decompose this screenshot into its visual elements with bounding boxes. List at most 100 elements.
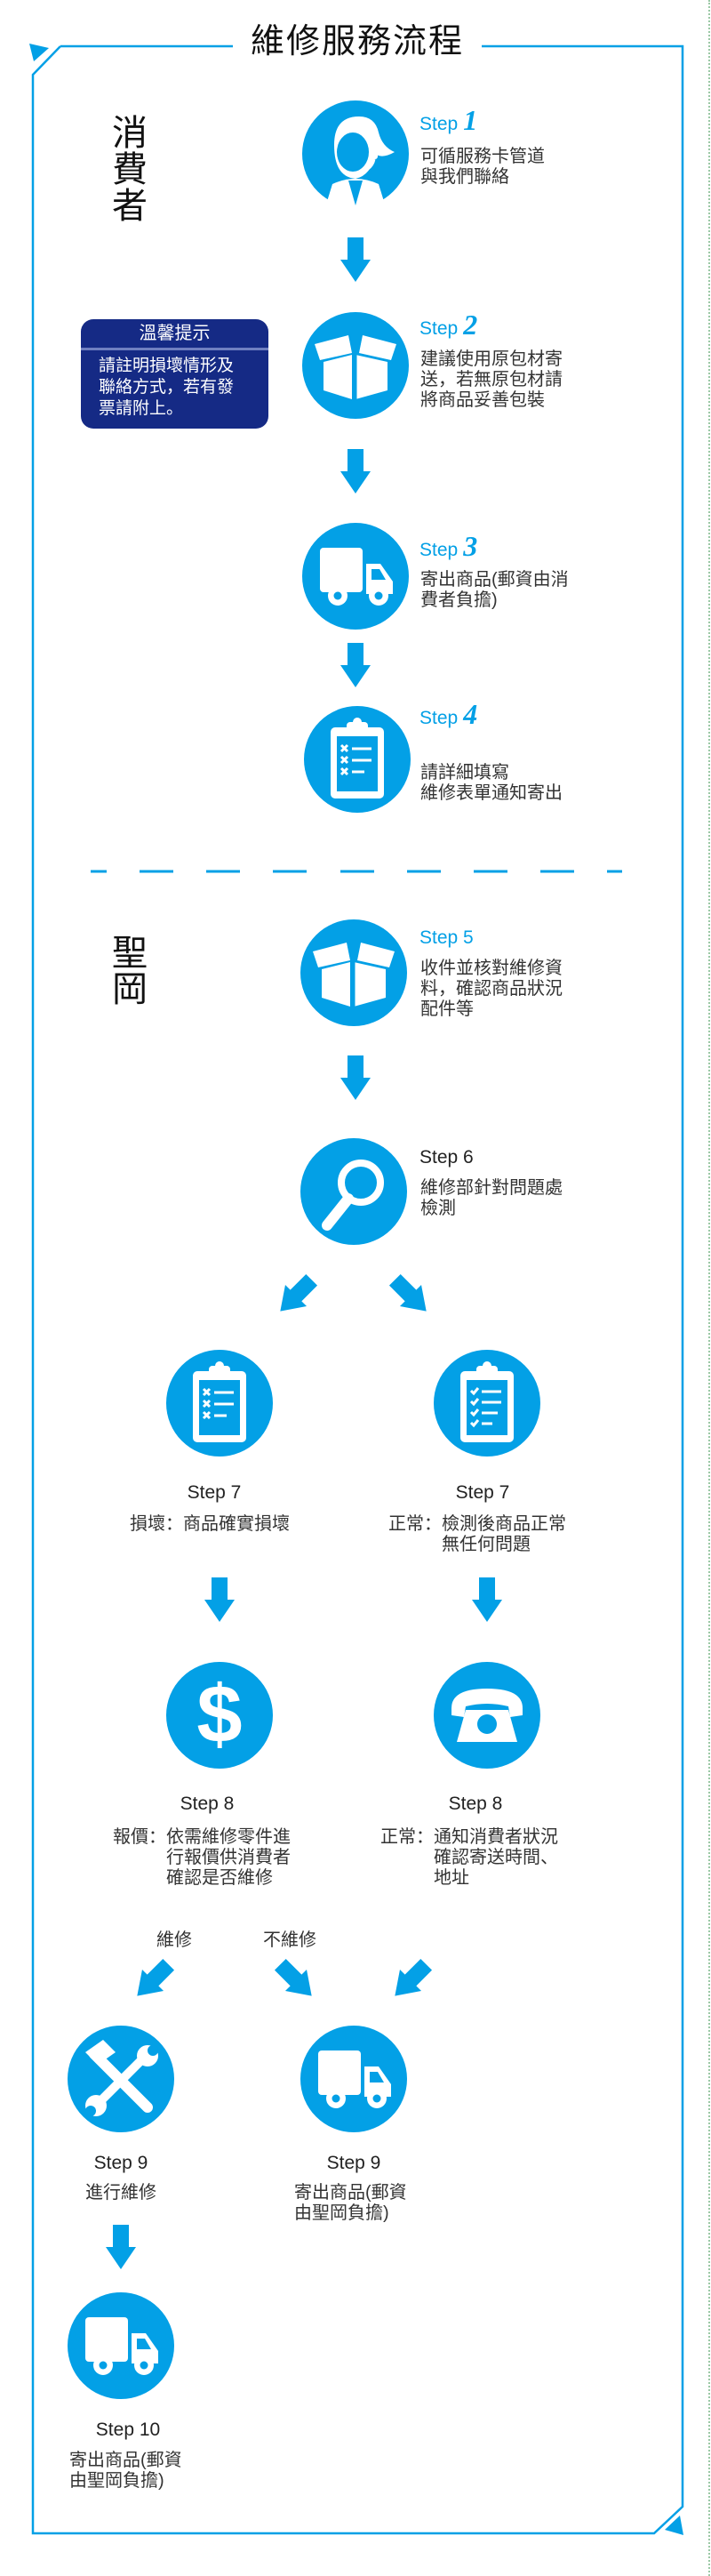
step-5-label: Step 5 (419, 927, 474, 948)
step-number: 4 (463, 698, 478, 730)
step-7-damaged-label: Step 7 (187, 1482, 242, 1503)
magnifier-icon (300, 1138, 407, 1245)
tip-body: 請註明損壞情形及 聯絡方式，若有發 票請附上。 (81, 350, 268, 420)
desc-line: 檢測後商品正常 (442, 1514, 566, 1534)
desc-line: 確認寄送時間、 (434, 1848, 558, 1867)
corner-triangle-bottom-right (665, 2516, 683, 2535)
tip-line: 請註明損壞情形及 (99, 357, 235, 375)
desc-prefix: 報價： (113, 1827, 166, 1847)
desc-prefix: 正常： (380, 1827, 434, 1847)
desc-line: 由聖岡負擔) (294, 2203, 389, 2223)
desc-line: 依需維修零件進 (166, 1827, 291, 1847)
arrow-down-icon (340, 643, 371, 687)
desc-line: 行報價供消費者 (166, 1848, 291, 1867)
tools-icon (68, 2026, 174, 2132)
desc-line: 可循服務卡管道 (420, 147, 545, 166)
telephone-icon (434, 1662, 540, 1769)
truck-icon (302, 523, 409, 630)
open-box-icon (302, 312, 409, 419)
desc-line: 維修部針對問題處 (420, 1178, 563, 1198)
step-8-quote-label: Step 8 (180, 1794, 235, 1814)
desc-line: 維修表單通知寄出 (420, 783, 563, 803)
step-10-description: 寄出商品(郵資 由聖岡負擔) (69, 2451, 182, 2492)
step-1-description: 可循服務卡管道 與我們聯絡 (420, 147, 545, 188)
truck-icon (68, 2292, 174, 2399)
desc-line: 商品確實損壞 (183, 1514, 290, 1534)
tip-line: 聯絡方式，若有發 (99, 378, 235, 397)
step-word: Step (419, 540, 459, 560)
step-number: 3 (463, 530, 478, 562)
tip-line: 票請附上。 (99, 399, 184, 418)
step-10-label: Step 10 (95, 2420, 161, 2440)
open-box-icon (300, 919, 407, 1026)
step-number: 1 (463, 104, 478, 136)
step-9-return-description: 寄出商品(郵資 由聖岡負擔) (294, 2183, 407, 2224)
desc-line: 進行維修 (85, 2183, 156, 2203)
desc-prefix: 正常： (388, 1514, 442, 1534)
arrow-down-icon (340, 1055, 371, 1100)
desc-line: 配件等 (420, 999, 474, 1019)
step-7-normal-description: 正常： 檢測後商品正常 無任何問題 (388, 1514, 566, 1555)
desc-line: 費者負擔) (420, 590, 498, 610)
tip-box: 溫馨提示 請註明損壞情形及 聯絡方式，若有發 票請附上。 (81, 319, 268, 429)
step-7-normal-label: Step 7 (455, 1482, 510, 1503)
corner-triangle-top-left (29, 44, 49, 61)
step-word: Step (419, 114, 459, 134)
desc-line: 與我們聯絡 (420, 167, 509, 187)
dollar-icon (166, 1662, 273, 1769)
branch-label-repair: 維修 (156, 1930, 192, 1950)
step-9-return-label: Step 9 (326, 2153, 381, 2173)
clipboard-x-icon (166, 1350, 273, 1457)
clipboard-icon (304, 706, 411, 813)
desc-prefix: 損壞： (130, 1514, 183, 1534)
desc-line: 將商品妥善包裝 (420, 390, 545, 410)
desc-line: 檢測 (420, 1199, 456, 1218)
arrow-down-left-icon (384, 1954, 437, 2007)
desc-line: 無任何問題 (442, 1535, 531, 1554)
desc-line: 送，若無原包材請 (420, 370, 563, 389)
frame-border (31, 44, 684, 2535)
step-3-description: 寄出商品(郵資由消 費者負擔) (420, 570, 569, 611)
arrow-down-icon (204, 1577, 235, 1622)
desc-line: 地址 (434, 1868, 469, 1888)
arrow-down-icon (106, 2225, 136, 2269)
section-label-consumer: 消費者 (107, 114, 146, 223)
step-9-repair-label: Step 9 (93, 2153, 148, 2173)
step-5-description: 收件並核對維修資 料，確認商品狀況 配件等 (420, 959, 563, 1020)
step-8-normal-description: 正常： 通知消費者狀況 確認寄送時間、 地址 (380, 1827, 558, 1889)
truck-icon (300, 2026, 407, 2132)
clipboard-check-icon (434, 1350, 540, 1457)
step-word: Step (419, 708, 459, 728)
desc-line: 確認是否維修 (166, 1868, 273, 1888)
page-title: 維修服務流程 (233, 21, 482, 62)
desc-line: 建議使用原包材寄 (420, 349, 563, 369)
step-4-description: 請詳細填寫 維修表單通知寄出 (420, 763, 563, 804)
step-8-quote-description: 報價： 依需維修零件進 行報價供消費者 確認是否維修 (113, 1827, 291, 1889)
step-9-repair-description: 進行維修 (50, 2183, 192, 2203)
desc-line: 料，確認商品狀況 (420, 979, 563, 999)
step-6-label: Step 6 (419, 1147, 474, 1168)
arrow-down-icon (340, 237, 371, 282)
desc-line: 請詳細填寫 (420, 763, 509, 782)
arrow-down-right-icon (269, 1954, 323, 2007)
desc-line: 寄出商品(郵資由消 (420, 570, 569, 590)
desc-line: 通知消費者狀況 (434, 1827, 558, 1847)
step-7-damaged-description: 損壞： 商品確實損壞 (130, 1514, 290, 1535)
arrow-down-left-icon (126, 1954, 180, 2007)
arrow-down-right-icon (384, 1269, 437, 1322)
desc-line: 寄出商品(郵資 (294, 2183, 407, 2203)
tip-heading: 溫馨提示 (81, 319, 268, 350)
section-label-company: 聖岡 (107, 934, 146, 1007)
arrow-down-left-icon (269, 1269, 323, 1322)
step-2-description: 建議使用原包材寄 送，若無原包材請 將商品妥善包裝 (420, 349, 563, 411)
step-6-description: 維修部針對問題處 檢測 (420, 1178, 563, 1219)
page-edge-guide (708, 0, 710, 2576)
desc-line: 由聖岡負擔) (69, 2471, 164, 2491)
step-number: 2 (463, 309, 478, 341)
branch-label-no-repair: 不維修 (263, 1930, 316, 1950)
